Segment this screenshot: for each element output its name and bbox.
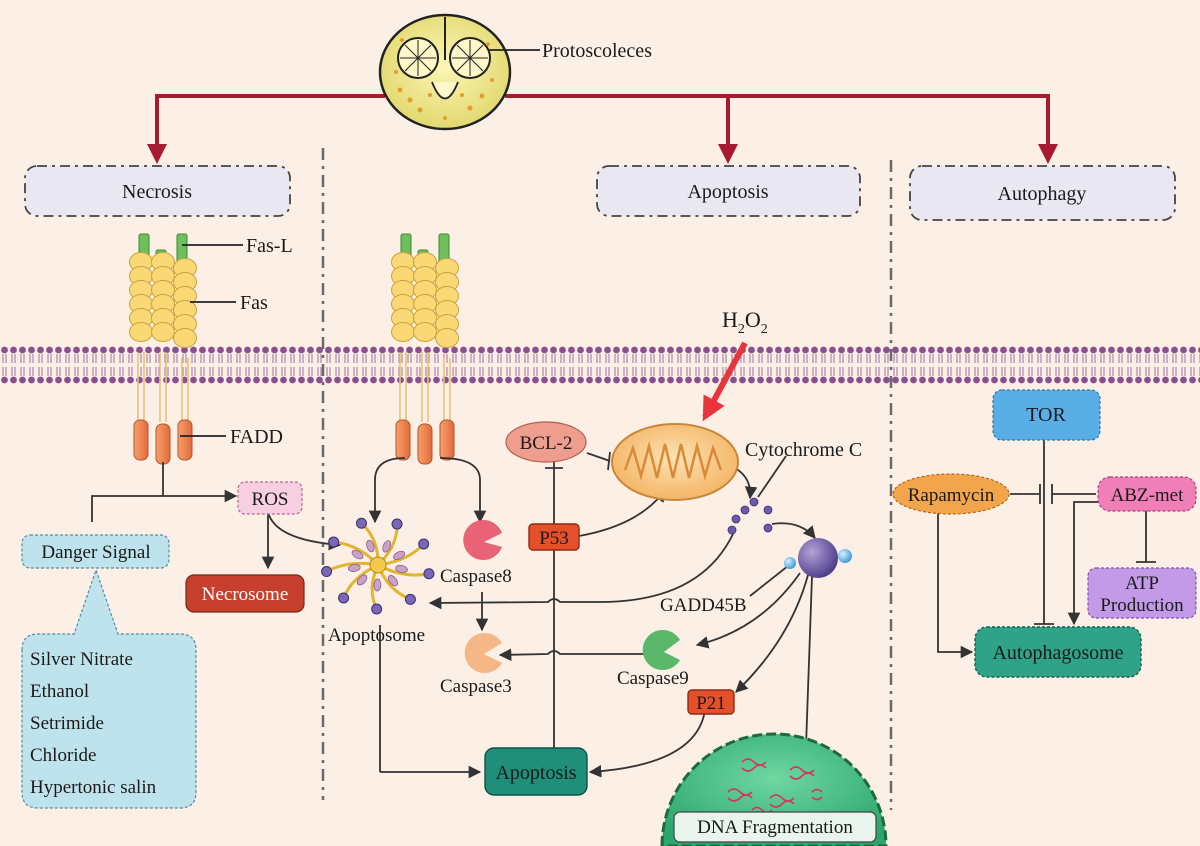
- tor-label: TOR: [1026, 404, 1066, 426]
- apoptosis-outcome-box: Apoptosis: [484, 747, 588, 796]
- p53-label: P53: [539, 528, 569, 549]
- autophagy-box: Autophagy: [909, 165, 1176, 221]
- danger-agent-item: Ethanol: [30, 681, 89, 702]
- apoptosis-section-box: Apoptosis: [596, 165, 861, 217]
- danger-agent-item: Silver Nitrate: [30, 649, 133, 670]
- caspase9-icon: [642, 630, 680, 671]
- gadd45b-label: GADD45B: [660, 595, 747, 616]
- ros-box: ROS: [237, 481, 303, 515]
- cytochrome-c-label: Cytochrome C: [745, 439, 862, 461]
- danger-agent-item: Chloride: [30, 745, 97, 766]
- nucleus-icon: [660, 732, 888, 846]
- abz-met-label: ABZ-met: [1111, 485, 1185, 506]
- fas-l-label: Fas-L: [246, 235, 293, 257]
- main-branch-arrows: [147, 94, 1058, 164]
- cell-membrane: [0, 346, 1200, 384]
- apoptosis-outcome-label: Apoptosis: [495, 762, 576, 784]
- atp-line2: Production: [1100, 595, 1184, 616]
- atp-production-box: ATP Production: [1087, 567, 1197, 619]
- danger-agents-list: Silver NitrateEthanolSetrimideChlorideHy…: [30, 649, 157, 798]
- fas-receptor-right: [391, 233, 459, 465]
- caspase3-label: Caspase3: [440, 676, 512, 697]
- caspase9-label: Caspase9: [617, 668, 689, 689]
- bcl2-label: BCL-2: [520, 433, 573, 454]
- mitochondrion-icon: [611, 423, 739, 501]
- rapamycin-label: Rapamycin: [908, 485, 995, 506]
- abz-met-node: ABZ-met: [1097, 476, 1197, 512]
- danger-signal-callout: Danger Signal: [21, 534, 197, 809]
- necrosome-label: Necrosome: [202, 584, 289, 605]
- necrosis-connectors: [91, 462, 342, 570]
- caspase8-label: Caspase8: [440, 566, 512, 587]
- p21-label: P21: [696, 693, 726, 714]
- fas-receptor-left: [129, 233, 197, 465]
- autophagosome-label: Autophagosome: [992, 642, 1123, 664]
- rapamycin-node: Rapamycin: [892, 473, 1010, 515]
- p21-node: P21: [687, 689, 735, 715]
- fas-label: Fas: [240, 292, 268, 314]
- necrosome-box: Necrosome: [185, 574, 305, 613]
- cytochrome-c-dots: [727, 497, 773, 535]
- p53-node: P53: [528, 523, 580, 551]
- autophagy-connectors: [937, 440, 1156, 659]
- apoptosome-icon: [321, 517, 435, 615]
- ros-label: ROS: [252, 489, 289, 510]
- autophagosome-box: Autophagosome: [974, 626, 1142, 678]
- danger-agent-item: Hypertonic salin: [30, 777, 157, 798]
- danger-signal-label: Danger Signal: [41, 542, 150, 563]
- autophagy-label: Autophagy: [998, 183, 1087, 205]
- caspase8-icon: [463, 520, 502, 560]
- tor-box: TOR: [992, 389, 1101, 441]
- necrosis-label: Necrosis: [122, 181, 192, 203]
- gadd45b-complex: [784, 538, 852, 578]
- fadd-label: FADD: [230, 426, 283, 448]
- caspase3-icon: [464, 633, 502, 673]
- protoscoleces-label: Protoscoleces: [542, 40, 652, 62]
- h2o2-label: H2O2: [722, 307, 768, 337]
- protoscolex-icon: [378, 13, 540, 131]
- dna-fragmentation-label: DNA Fragmentation: [697, 817, 853, 838]
- apoptosome-label: Apoptosome: [328, 625, 425, 646]
- bcl2-node: BCL-2: [505, 421, 587, 463]
- apoptosis-section-label: Apoptosis: [687, 181, 768, 203]
- h2o2-arrow: [702, 341, 748, 422]
- necrosis-box: Necrosis: [24, 165, 291, 217]
- danger-agent-item: Setrimide: [30, 713, 104, 734]
- atp-line1: ATP: [1125, 573, 1159, 594]
- apoptosis-connectors: [368, 451, 816, 779]
